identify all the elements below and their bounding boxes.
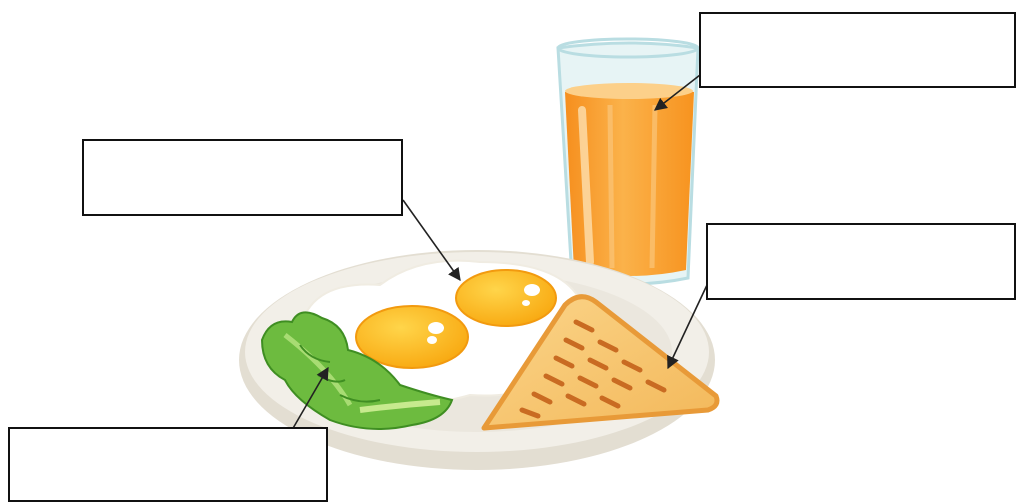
label-box-lettuce[interactable] <box>8 427 328 502</box>
label-box-eggs[interactable] <box>82 139 403 216</box>
orange-juice-glass-icon <box>558 39 698 284</box>
label-box-juice[interactable] <box>699 12 1016 88</box>
label-box-toast[interactable] <box>706 223 1016 300</box>
